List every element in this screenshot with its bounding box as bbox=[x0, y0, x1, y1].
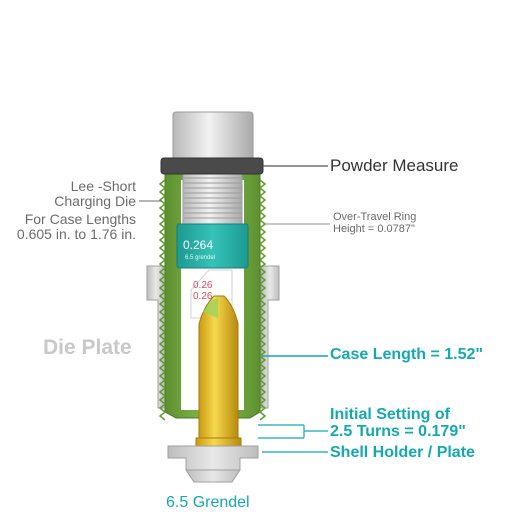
die-name-line2: Charging Die bbox=[54, 192, 136, 209]
initial-setting-line2: 2.5 Turns = 0.179" bbox=[330, 422, 466, 440]
over-travel-line2: Height = 0.0787" bbox=[333, 222, 415, 235]
powder-measure-cap bbox=[172, 111, 254, 163]
powder-measure-label: Powder Measure bbox=[330, 156, 459, 175]
die-plate-label: Die Plate bbox=[43, 336, 132, 359]
shell-holder bbox=[167, 445, 259, 483]
over-travel-label: Over-Travel Ring Height = 0.0787" bbox=[333, 211, 417, 235]
ring-caption: 6.5 grendel bbox=[185, 255, 215, 261]
leader-lines bbox=[139, 165, 330, 453]
case-range-label: For Case Lengths 0.605 in. to 1.76 in. bbox=[17, 212, 136, 241]
powder-measure-insert bbox=[182, 171, 243, 225]
cartridge-label: 6.5 Grendel bbox=[166, 494, 250, 511]
case-range-line2: 0.605 in. to 1.76 in. bbox=[16, 225, 136, 242]
die-name-line1: Lee -Short bbox=[70, 178, 136, 194]
over-travel-ring: 0.264 6.5 grendel bbox=[176, 223, 249, 269]
case-length-label: Case Length = 1.52" bbox=[330, 346, 483, 363]
ring-value: 0.264 bbox=[183, 238, 213, 252]
die-name-label: Lee -Short Charging Die bbox=[54, 179, 136, 208]
over-travel-line1: Over-Travel Ring bbox=[333, 211, 417, 223]
initial-setting-line1: Initial Setting of bbox=[330, 406, 450, 423]
case-range-line1: For Case Lengths bbox=[24, 211, 136, 227]
lock-nut bbox=[160, 157, 264, 175]
bore-text-2: 0.26 bbox=[193, 291, 213, 302]
initial-setting-label: Initial Setting of 2.5 Turns = 0.179" bbox=[330, 406, 466, 441]
shell-holder-label: Shell Holder / Plate bbox=[330, 444, 475, 461]
cartridge-case bbox=[195, 295, 242, 447]
bore-text-1: 0.26 bbox=[193, 280, 213, 291]
